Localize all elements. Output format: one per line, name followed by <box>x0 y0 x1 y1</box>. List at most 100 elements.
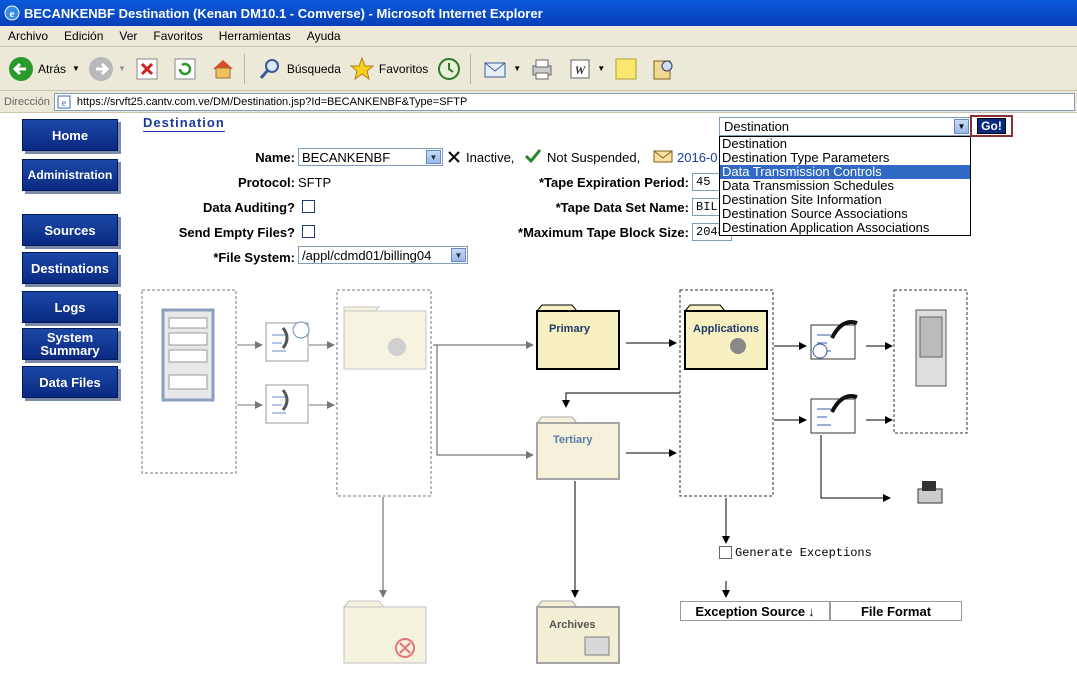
tertiary-folder-icon <box>535 416 620 480</box>
tape-device-icon <box>915 309 947 387</box>
nav-logs-button[interactable]: Logs <box>22 291 118 323</box>
forward-button[interactable]: ▼ <box>88 52 126 86</box>
flow-diagram <box>141 289 968 664</box>
stop-button[interactable] <box>134 52 164 86</box>
favorites-button[interactable]: Favoritos <box>349 52 428 86</box>
chevron-down-icon: ▼ <box>451 248 466 262</box>
send-empty-files-label: Send Empty Files? <box>178 225 295 240</box>
archives-folder-icon <box>535 600 620 664</box>
server-icon <box>161 308 215 402</box>
svg-text:W: W <box>575 63 587 77</box>
search-button[interactable]: Búsqueda <box>257 52 341 86</box>
transmission-schedule-icon <box>810 320 858 360</box>
history-icon <box>438 57 461 80</box>
option-data-transmission-controls[interactable]: Data Transmission Controls <box>720 165 970 179</box>
page-title: Destination <box>143 115 225 132</box>
chevron-down-icon: ▼ <box>954 119 969 134</box>
menu-archivo[interactable]: Archivo <box>8 29 49 43</box>
nav-data-files-button[interactable]: Data Files <box>22 366 118 398</box>
refresh-icon <box>174 58 196 79</box>
star-icon <box>349 56 375 80</box>
data-auditing-label: Data Auditing? <box>203 200 295 215</box>
name-label: Name: <box>255 150 295 165</box>
nav-home-button[interactable]: Home <box>22 119 118 151</box>
mail-icon <box>484 62 506 77</box>
nav-administration-button[interactable]: Administration <box>22 159 118 191</box>
inactive-x-icon <box>448 151 460 163</box>
file-system-label: *File System: <box>213 250 295 265</box>
history-button[interactable] <box>436 52 466 86</box>
chevron-down-icon: ▼ <box>426 150 441 164</box>
print-button[interactable] <box>529 52 559 86</box>
option-destination-site-information[interactable]: Destination Site Information <box>722 192 882 207</box>
go-button[interactable]: Go! <box>970 115 1013 137</box>
option-destination[interactable]: Destination <box>722 136 788 151</box>
address-label: Dirección <box>4 95 50 108</box>
research-button[interactable] <box>651 52 681 86</box>
back-button[interactable]: Atrás ▼ <box>8 52 80 86</box>
menu-ver[interactable]: Ver <box>119 29 138 43</box>
sort-arrow-icon: ↓ <box>808 603 815 619</box>
applications-folder-icon <box>683 304 768 370</box>
window-title-bar: e BECANKENBF Destination (Kenan DM10.1 -… <box>0 0 1077 26</box>
notes-button[interactable] <box>613 52 643 86</box>
window-title: BECANKENBF Destination (Kenan DM10.1 - C… <box>24 5 543 21</box>
menu-herramientas[interactable]: Herramientas <box>218 29 291 43</box>
generate-exceptions-checkbox[interactable] <box>719 546 732 559</box>
error-folder-icon <box>342 600 427 664</box>
option-data-transmission-schedules[interactable]: Data Transmission Schedules <box>722 178 894 193</box>
file-format-header[interactable]: File Format <box>830 601 962 621</box>
transfer-schedule-icon <box>265 321 310 362</box>
applications-label[interactable]: Applications <box>693 323 760 335</box>
menu-edicion[interactable]: Edición <box>64 29 104 43</box>
transfer-icon <box>265 384 309 424</box>
toolbar: Atrás ▼ ▼ Búsqueda Favoritos ▼ W ▼ <box>0 47 1077 91</box>
page-icon: e <box>57 95 71 109</box>
printer-icon <box>532 59 552 79</box>
tape-data-set-label: *Tape Data Set Name: <box>555 200 689 215</box>
nav-destinations-button[interactable]: Destinations <box>22 252 118 284</box>
menu-favoritos[interactable]: Favoritos <box>153 29 203 43</box>
svg-text:e: e <box>62 98 67 109</box>
edit-button[interactable]: W ▼ <box>567 52 605 86</box>
home-icon <box>212 59 233 78</box>
protocol-value: SFTP <box>298 175 332 190</box>
exception-source-header[interactable]: Exception Source ↓ <box>680 601 830 621</box>
refresh-button[interactable] <box>172 52 202 86</box>
send-empty-files-checkbox[interactable] <box>302 225 315 238</box>
research-icon <box>653 60 673 79</box>
page-content: Home Administration Sources Destinations… <box>0 113 1077 681</box>
toolbar-separator <box>243 53 245 84</box>
tertiary-label[interactable]: Tertiary <box>553 434 593 446</box>
menu-bar: Archivo Edición Ver Favoritos Herramient… <box>0 26 1077 47</box>
primary-folder-icon <box>535 304 620 370</box>
option-destination-source-associations[interactable]: Destination Source Associations <box>722 206 908 221</box>
address-input[interactable]: e https://srvft25.cantv.com.ve/DM/Destin… <box>53 92 1075 111</box>
toolbar-separator <box>470 53 472 84</box>
primary-label[interactable]: Primary <box>549 323 590 335</box>
tape-expiration-label: *Tape Expiration Period: <box>538 175 689 190</box>
option-destination-type-parameters[interactable]: Destination Type Parameters <box>722 150 890 165</box>
word-icon: W <box>570 59 590 78</box>
check-icon <box>524 149 542 164</box>
option-destination-application-associations[interactable]: Destination Application Associations <box>722 220 930 235</box>
data-auditing-checkbox[interactable] <box>302 200 315 213</box>
stop-icon <box>136 58 158 79</box>
archives-label[interactable]: Archives <box>549 619 596 631</box>
section-select[interactable]: Destination ▼ <box>719 117 971 136</box>
nav-system-summary-button[interactable]: System Summary <box>22 328 118 360</box>
section-options-list: Destination Destination Type Parameters … <box>719 136 971 236</box>
menu-ayuda[interactable]: Ayuda <box>306 29 341 43</box>
forward-arrow-icon <box>88 56 113 81</box>
envelope-icon <box>653 150 673 163</box>
note-icon <box>615 58 637 79</box>
mail-button[interactable]: ▼ <box>483 52 521 86</box>
back-arrow-icon <box>9 56 33 81</box>
file-system-select[interactable]: /appl/cdmd01/billing04 ▼ <box>298 246 468 264</box>
nav-sources-button[interactable]: Sources <box>22 214 118 246</box>
status-suspended: Not Suspended, <box>547 150 641 165</box>
name-select[interactable]: BECANKENBF ▼ <box>298 148 443 166</box>
svg-text:e: e <box>10 8 15 20</box>
transmission-icon <box>810 394 858 434</box>
home-button[interactable] <box>210 52 240 86</box>
